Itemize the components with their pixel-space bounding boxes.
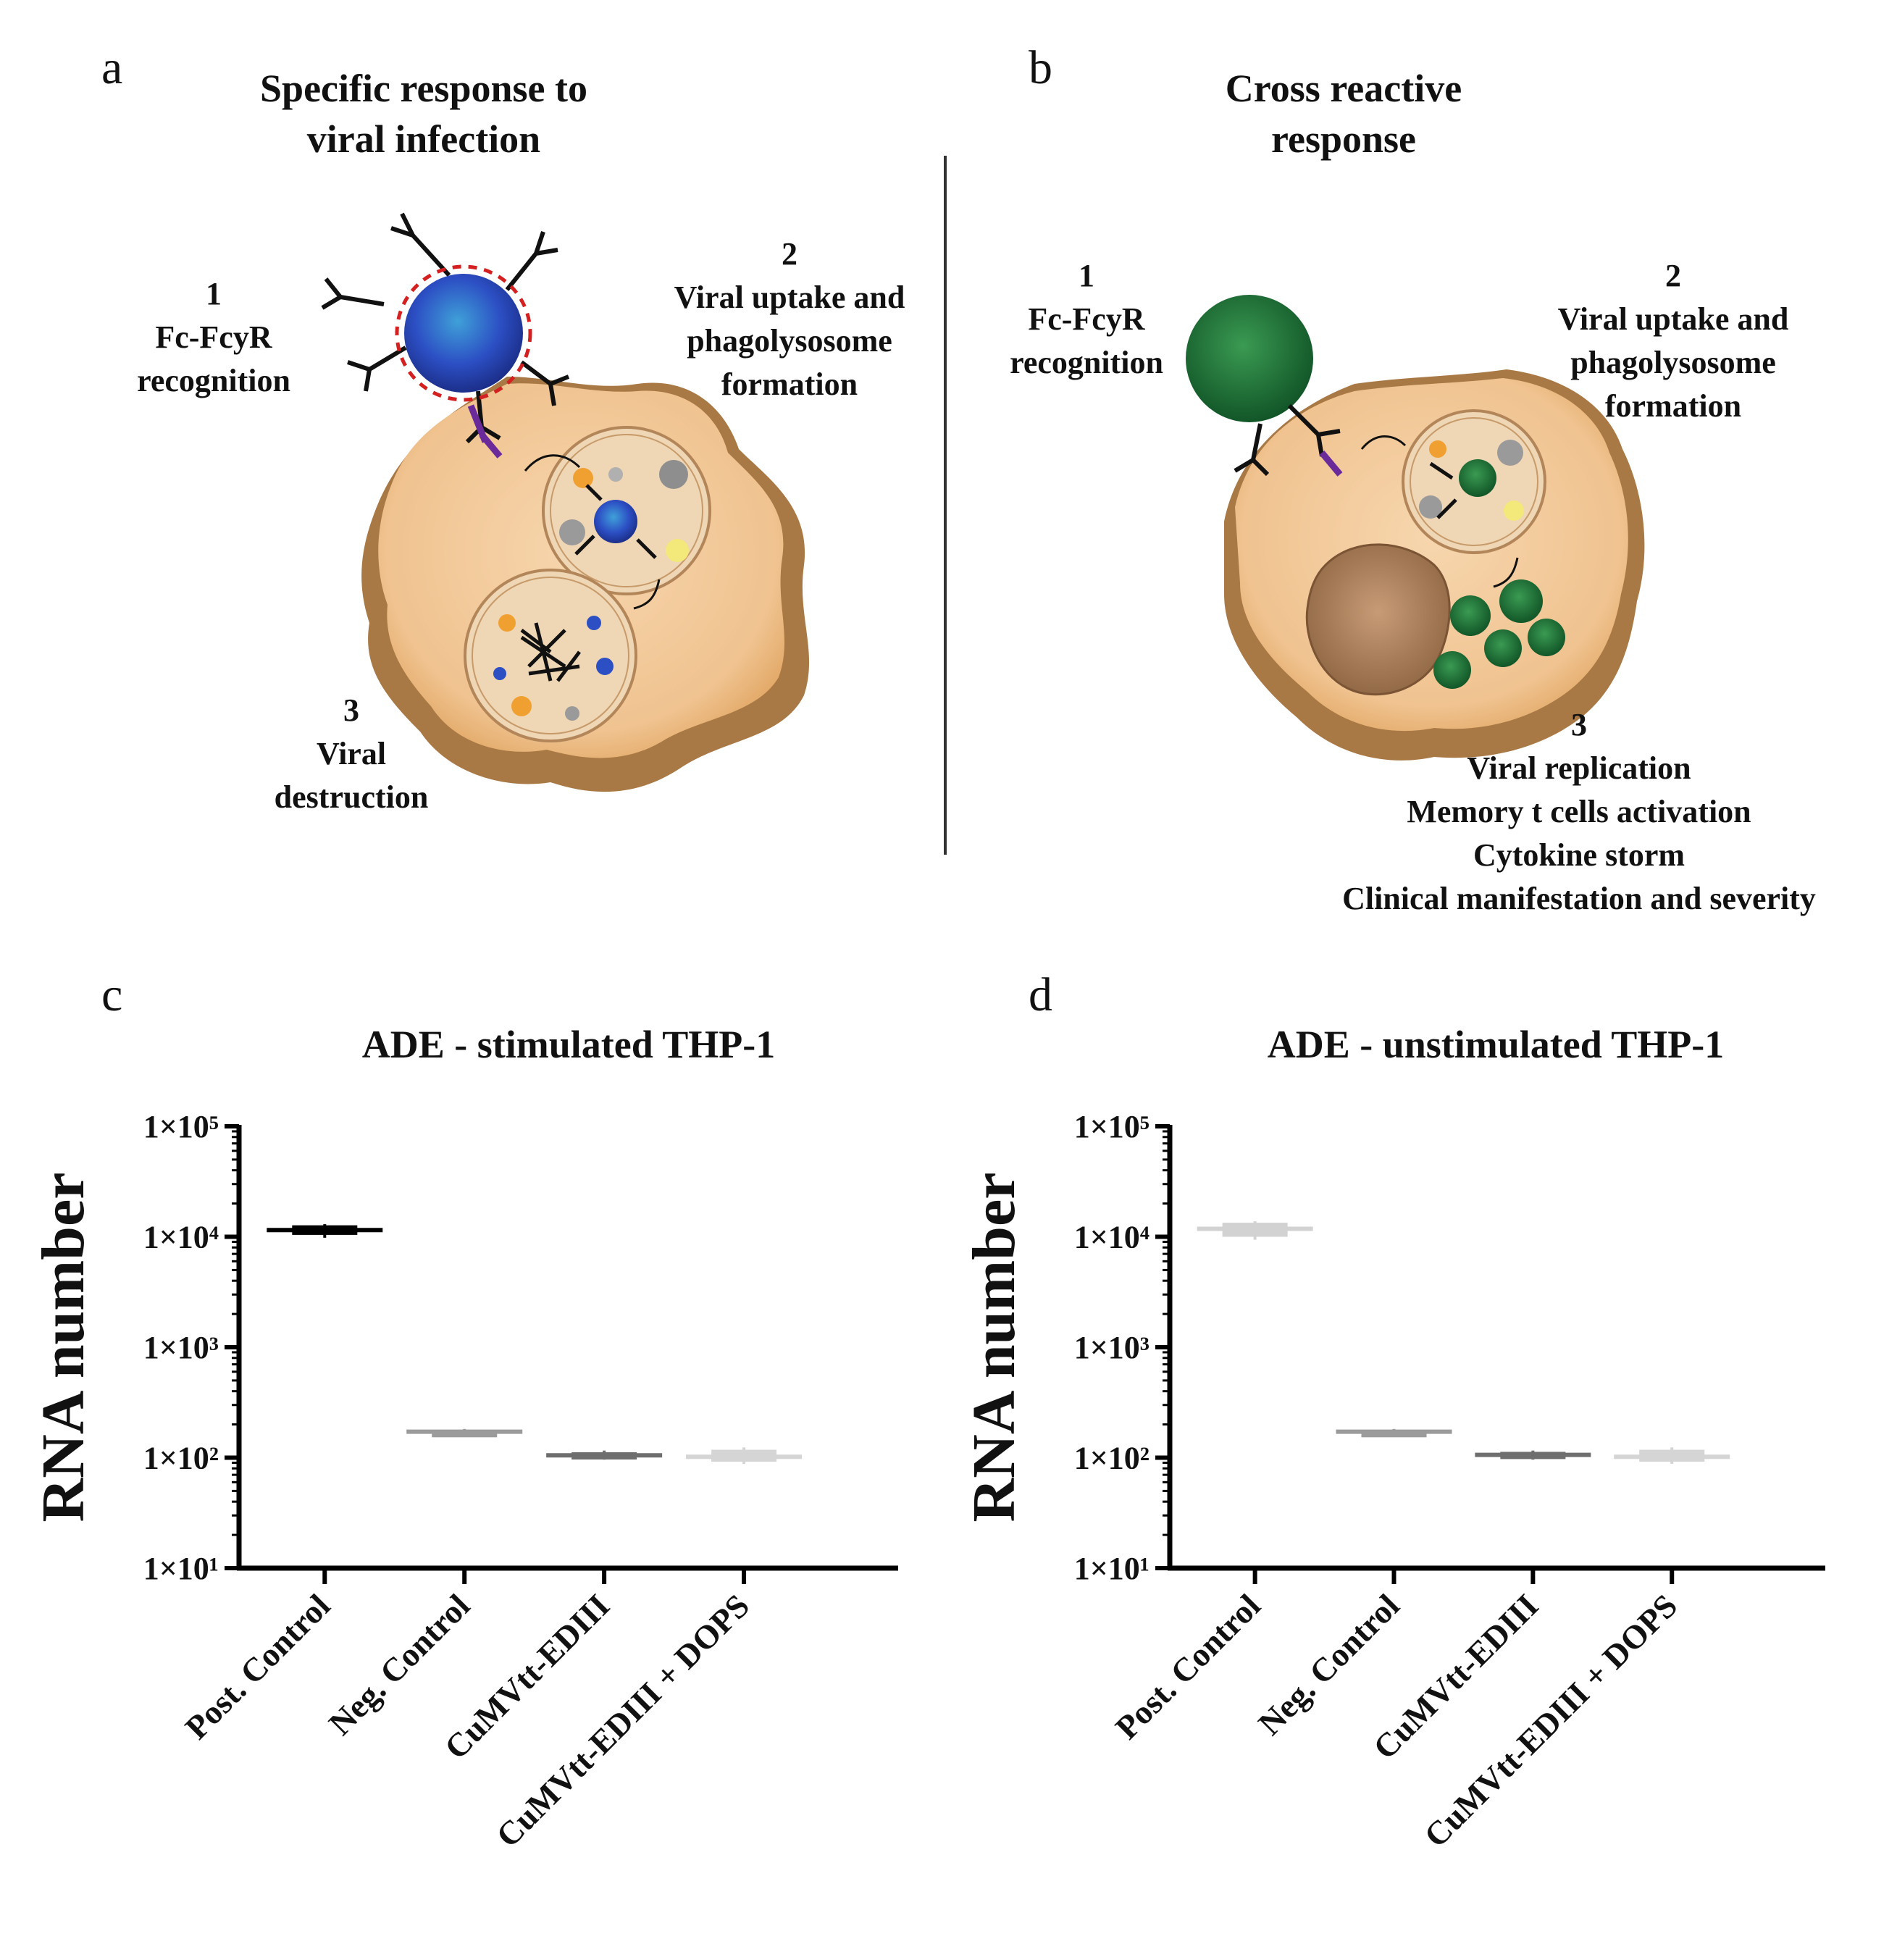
panel-a-step2-line2: phagolysosome: [687, 323, 892, 359]
y-axis-label: RNA number: [30, 1172, 97, 1522]
x-tick-label: CuMVtt-EDIII + DOPS: [489, 1587, 756, 1854]
arrow-b2: [1493, 557, 1519, 588]
phagolysosome-a1: [542, 426, 711, 595]
chart-title: ADE - stimulated THP-1: [362, 1023, 776, 1066]
panel-b-step1-line2: recognition: [1010, 345, 1163, 380]
panel-a-step3-number: 3: [343, 692, 359, 728]
panel-a-step1-number: 1: [206, 276, 222, 311]
y-tick-label: 1×10⁴: [1074, 1220, 1149, 1255]
panel-a-step2-line1: Viral uptake and: [674, 280, 905, 315]
panel-a-step3-line2: destruction: [275, 779, 429, 815]
y-tick-label: 1×10⁴: [143, 1220, 219, 1255]
panel-letter-d: d: [1029, 968, 1052, 1021]
y-tick-label: 1×10⁵: [143, 1109, 219, 1144]
panel-a-step2-number: 2: [782, 236, 797, 272]
panel-b-heading-line1: Cross reactive: [1226, 67, 1462, 110]
panel-a-heading-line2: viral infection: [307, 117, 540, 161]
y-tick-label: 1×10¹: [143, 1551, 219, 1586]
panel-b-step3-line2: Memory t cells activation: [1407, 794, 1751, 829]
panel-b-step2-line3: formation: [1605, 388, 1741, 424]
y-tick-label: 1×10⁵: [1074, 1109, 1149, 1144]
panel-b: b Cross reactive response: [1010, 41, 1816, 916]
chart-ade-stimulated: ADE - stimulated THP-1 1×10¹ 1×10² 1×10³ 1×1…: [30, 1023, 898, 1854]
panel-letter-b: b: [1029, 41, 1052, 94]
y-tick-label: 1×10²: [1074, 1441, 1149, 1476]
y-tick-label: 1×10³: [143, 1330, 219, 1365]
panel-a-heading-line1: Specific response to: [260, 67, 587, 110]
panel-a-step1-line1: Fc-FcyR: [155, 319, 272, 355]
x-tick-label: Neg. Control: [322, 1587, 477, 1742]
y-axis-label: RNA number: [960, 1172, 1028, 1522]
panel-letter-a: a: [101, 41, 122, 94]
chart-title: ADE - unstimulated THP-1: [1268, 1023, 1725, 1066]
virus-progeny-b: [1433, 579, 1565, 689]
chart-ade-unstimulated: ADE - unstimulated THP-1 1×10¹ 1×10² 1×10³ 1…: [960, 1023, 1825, 1854]
panel-letter-c: c: [101, 968, 122, 1021]
y-tick-label: 1×10²: [143, 1441, 219, 1476]
y-tick-label: 1×10³: [1074, 1330, 1149, 1365]
panel-b-step3-line4: Clinical manifestation and severity: [1342, 881, 1816, 916]
x-tick-label: Neg. Control: [1251, 1587, 1406, 1742]
arrow-b1: [1360, 435, 1407, 450]
panel-a-step3-line1: Viral: [317, 736, 386, 771]
x-tick-label: CuMVtt-EDIII + DOPS: [1417, 1587, 1684, 1854]
panel-b-step2-line1: Viral uptake and: [1558, 301, 1789, 337]
panel-b-step2-number: 2: [1665, 258, 1681, 293]
panel-b-step3-line1: Viral replication: [1467, 750, 1691, 786]
panel-b-heading-line2: response: [1271, 117, 1416, 161]
nucleus-b: [1305, 543, 1451, 696]
y-tick-label: 1×10¹: [1074, 1551, 1149, 1586]
phagolysosome-b: [1402, 409, 1546, 554]
panel-b-step1-number: 1: [1079, 258, 1094, 293]
arrow-a1: [524, 454, 581, 472]
virus-antibody-complex-a: [321, 212, 570, 458]
panel-b-step1-line1: Fc-FcyR: [1028, 301, 1145, 337]
panel-b-step3-line3: Cytokine storm: [1473, 837, 1685, 873]
x-tick-label: Post. Control: [178, 1587, 338, 1746]
arrow-a2: [633, 579, 661, 610]
panel-b-step3-number: 3: [1571, 707, 1587, 742]
virus-antibody-complex-b: [1186, 295, 1343, 477]
phagolysosome-a2: [464, 569, 637, 742]
panel-b-step2-line2: phagolysosome: [1570, 345, 1776, 380]
panel-a: a Specific response to viral infection: [101, 41, 905, 815]
x-tick-label: Post. Control: [1108, 1587, 1268, 1746]
panel-a-step2-line3: formation: [721, 367, 858, 402]
panel-a-step1-line2: recognition: [137, 363, 290, 398]
